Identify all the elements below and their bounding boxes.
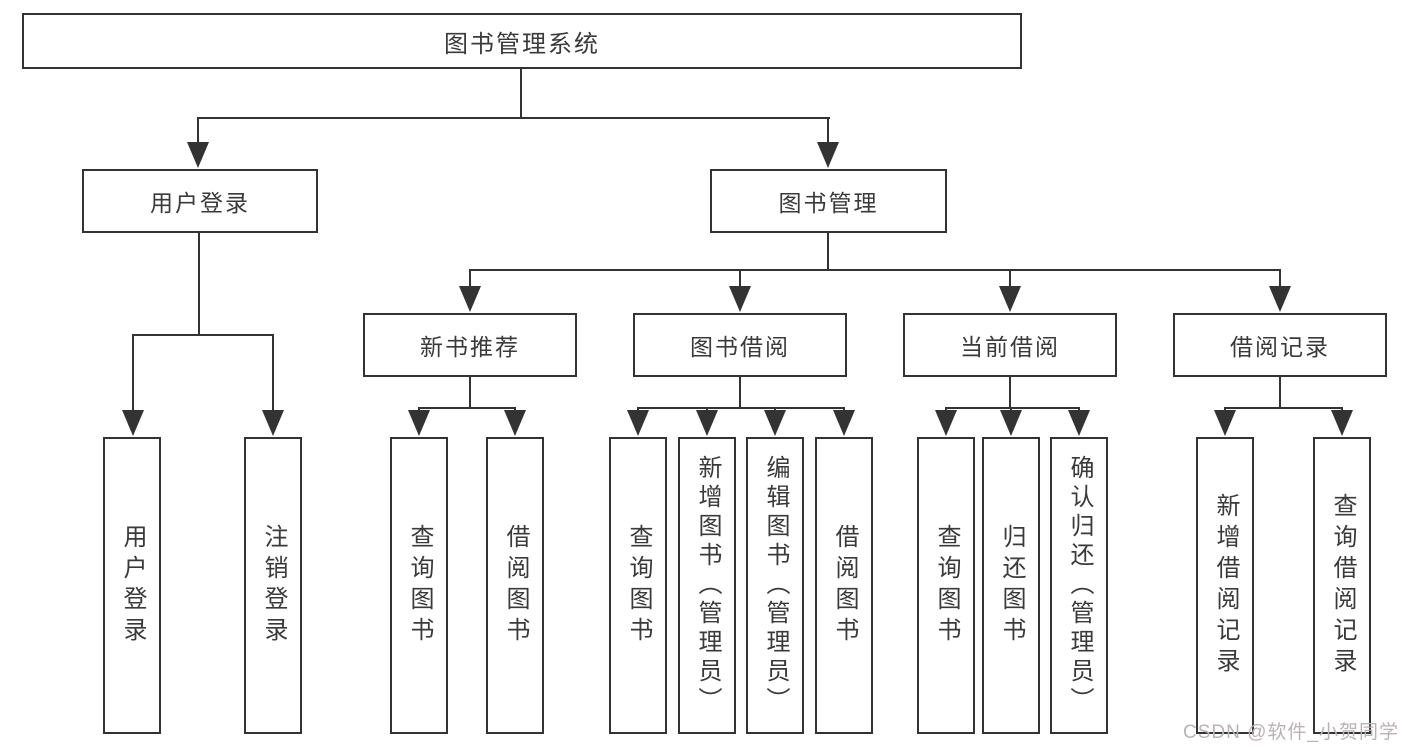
- leaf-logout: 注销登录: [244, 437, 302, 734]
- connector-line: [827, 233, 829, 271]
- leaf-add-borrow-record: 新增借阅记录: [1196, 437, 1254, 734]
- node-label: 查询图书: [933, 523, 960, 648]
- connector-line: [1279, 269, 1281, 291]
- arrow-down-icon: [122, 410, 144, 436]
- connector-line: [469, 377, 471, 409]
- node-label: 图书管理: [778, 190, 879, 216]
- arrow-down-icon: [459, 286, 481, 312]
- arrow-down-icon: [408, 410, 430, 436]
- connector-line: [520, 69, 522, 118]
- leaf-borrow-books-recommend: 借阅图书: [486, 437, 544, 734]
- connector-line: [198, 117, 830, 119]
- arrow-down-icon: [1000, 410, 1022, 436]
- arrow-down-icon: [1331, 410, 1353, 436]
- arrow-down-icon: [764, 410, 786, 436]
- node-label: 新书推荐: [420, 334, 520, 360]
- leaf-confirm-return-admin: 确认归还（管理员）: [1050, 437, 1108, 734]
- connector-line: [272, 334, 274, 414]
- node-book-management: 图书管理: [710, 169, 947, 233]
- leaf-user-login: 用户登录: [103, 437, 161, 734]
- connector-line: [1224, 407, 1343, 409]
- node-label: 查询图书: [406, 523, 433, 648]
- node-book-borrowing: 图书借阅: [633, 313, 847, 377]
- arrow-down-icon: [627, 410, 649, 436]
- connector-line: [197, 117, 199, 147]
- node-label: 查询借阅记录: [1329, 492, 1356, 679]
- connector-line: [827, 117, 829, 147]
- connector-line: [198, 233, 200, 336]
- connector-line: [132, 334, 274, 336]
- node-label: 用户登录: [150, 190, 250, 216]
- connector-line: [469, 269, 1281, 271]
- node-label: 归还图书: [998, 523, 1025, 648]
- arrow-down-icon: [696, 410, 718, 436]
- leaf-borrow-books: 借阅图书: [815, 437, 873, 734]
- node-label: 当前借阅: [960, 334, 1060, 360]
- node-label: 新增图书（管理员）: [694, 455, 721, 716]
- leaf-query-books-current: 查询图书: [917, 437, 975, 734]
- connector-line: [1009, 377, 1011, 409]
- leaf-add-books-admin: 新增图书（管理员）: [678, 437, 736, 734]
- connector-line: [132, 334, 134, 414]
- node-label: 图书管理系统: [444, 30, 600, 58]
- node-borrowing-records: 借阅记录: [1173, 313, 1387, 377]
- leaf-query-books-borrowing: 查询图书: [609, 437, 667, 734]
- connector-line: [739, 269, 741, 291]
- arrow-down-icon: [833, 410, 855, 436]
- node-label: 用户登录: [119, 523, 146, 648]
- leaf-query-books-recommend: 查询图书: [390, 437, 448, 734]
- arrow-down-icon: [187, 142, 209, 168]
- arrow-down-icon: [1269, 286, 1291, 312]
- node-label: 编辑图书（管理员）: [762, 455, 789, 716]
- connector-line: [739, 377, 741, 409]
- node-label: 查询图书: [625, 523, 652, 648]
- node-new-book-recommendation: 新书推荐: [363, 313, 577, 377]
- arrow-down-icon: [935, 410, 957, 436]
- node-user-login: 用户登录: [82, 169, 318, 233]
- arrow-down-icon: [999, 286, 1021, 312]
- connector-line: [945, 407, 1079, 409]
- leaf-query-borrow-record: 查询借阅记录: [1313, 437, 1371, 734]
- node-label: 借阅图书: [831, 523, 858, 648]
- connector-line: [418, 407, 516, 409]
- leaf-edit-books-admin: 编辑图书（管理员）: [746, 437, 804, 734]
- connector-line: [1279, 377, 1281, 409]
- arrow-down-icon: [729, 286, 751, 312]
- node-library-management-system: 图书管理系统: [22, 13, 1022, 69]
- leaf-return-books: 归还图书: [982, 437, 1040, 734]
- node-current-borrowing: 当前借阅: [903, 313, 1117, 377]
- node-label: 新增借阅记录: [1212, 492, 1239, 679]
- arrow-down-icon: [1214, 410, 1236, 436]
- csdn-watermark: CSDN @软件_小贺同学: [1183, 722, 1399, 743]
- connector-line: [469, 269, 471, 291]
- node-label: 图书借阅: [690, 334, 790, 360]
- node-label: 借阅记录: [1230, 334, 1330, 360]
- connector-line: [637, 407, 845, 409]
- node-label: 注销登录: [260, 523, 287, 648]
- arrow-down-icon: [504, 410, 526, 436]
- arrow-down-icon: [1068, 410, 1090, 436]
- arrow-down-icon: [262, 410, 284, 436]
- node-label: 借阅图书: [502, 523, 529, 648]
- connector-line: [1009, 269, 1011, 291]
- arrow-down-icon: [817, 142, 839, 168]
- node-label: 确认归还（管理员）: [1066, 455, 1093, 716]
